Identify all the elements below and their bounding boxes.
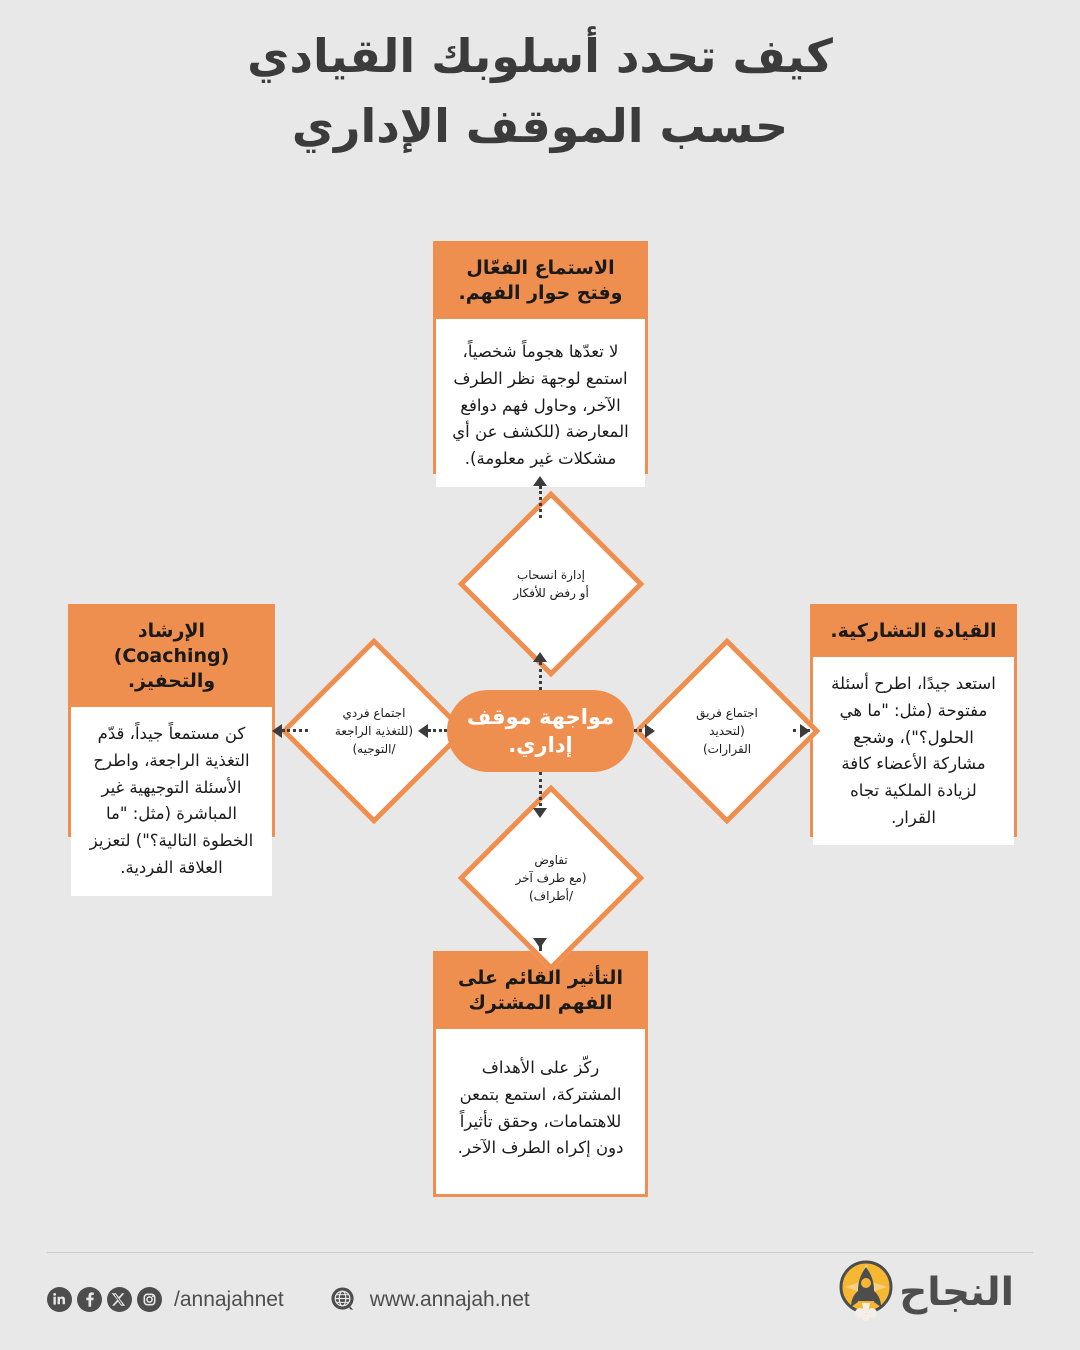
x-icon[interactable] [107,1287,132,1312]
card-left-title: الإرشاد (Coaching) والتحفيز. [71,607,272,708]
globe-search-icon [330,1286,357,1313]
center-node-label: مواجهة موقف إداري. [466,704,615,757]
card-top-body: لا تعدّها هجوماً شخصياً، استمع لوجهة نظر… [436,319,645,487]
diamond-bottom-branch: تفاوض (مع طرف آخر /أطراف) [457,784,645,972]
website-url: www.annajah.net [369,1287,530,1311]
center-node: مواجهة موقف إداري. [447,690,634,772]
annajah-logo: النجاح [839,1256,1022,1328]
page-title-line-2: حسب الموقف الإداري [291,98,789,153]
arrowhead-right-diamond-to-card [800,724,810,738]
connector-top-diamond-to-card [539,486,542,518]
diamond-top-branch: إدارة انسحاب أو رفض للأفكار [457,490,645,678]
page-title: كيف تحدد أسلوبك القيادي حسب الموقف الإدا… [0,22,1080,162]
arrowhead-top-diamond-to-card [533,476,547,486]
connector-center-to-bottom-diamond [539,772,542,812]
card-right-body: استعد جيدًا، اطرح أسئلة مفتوحة (مثل: "ما… [813,657,1014,846]
social-icon-group [47,1287,162,1312]
connector-center-to-right-diamond [634,729,653,732]
arrowhead-center-to-left-diamond [418,724,428,738]
arrowhead-bottom-diamond-to-card [533,938,547,948]
connector-center-to-left-diamond [428,729,447,732]
card-left-branch: الإرشاد (Coaching) والتحفيز. كن مستمعاً … [68,604,275,896]
diamond-right-branch: اجتماع فريق (لتحديد القرارات) [633,637,821,825]
diamond-top-label: إدارة انسحاب أو رفض للأفكار [513,568,589,600]
connector-center-to-top-diamond [539,662,542,690]
logo-text: النجاح [899,1269,1014,1315]
facebook-icon[interactable] [77,1287,102,1312]
arrowhead-center-to-right-diamond [645,724,655,738]
card-right-branch: القيادة التشاركية. استعد جيدًا، اطرح أسئ… [810,604,1017,846]
diamond-bottom-label: تفاوض (مع طرف آخر /أطراف) [515,853,587,903]
arrowhead-left-diamond-to-card [272,724,282,738]
social-handle: /annajahnet [174,1287,284,1311]
card-left-body: كن مستمعاً جيداً، قدّم التغذية الراجعة، … [71,707,272,896]
page-title-line-1: كيف تحدد أسلوبك القيادي [247,29,833,83]
arrowhead-center-to-bottom-diamond [533,808,547,818]
card-bottom-body: ركّز على الأهداف المشتركة، استمع بتمعن ل… [436,1029,645,1194]
footer-divider [47,1252,1033,1253]
arrowhead-center-to-top-diamond [533,652,547,662]
instagram-icon[interactable] [137,1287,162,1312]
diamond-left-branch: اجتماع فردي (للتغذية الراجعة /التوجيه) [280,637,468,825]
card-bottom-title: التأثير القائم على الفهم المشترك [436,954,645,1030]
diamond-right-label: اجتماع فريق (لتحديد القرارات) [696,706,758,756]
linkedin-icon[interactable] [47,1287,72,1312]
connector-left-diamond-to-card [282,729,308,732]
card-right-title: القيادة التشاركية. [813,607,1014,658]
rocket-icon [833,1257,899,1327]
footer: /annajahnet www.annajah.net [47,1286,530,1313]
card-top-branch: الاستماع الفعّال وفتح حوار الفهم. لا تعد… [433,241,648,487]
diamond-left-label: اجتماع فردي (للتغذية الراجعة /التوجيه) [334,706,414,756]
card-top-title: الاستماع الفعّال وفتح حوار الفهم. [436,244,645,320]
card-bottom-branch: التأثير القائم على الفهم المشترك ركّز عل… [433,951,648,1197]
